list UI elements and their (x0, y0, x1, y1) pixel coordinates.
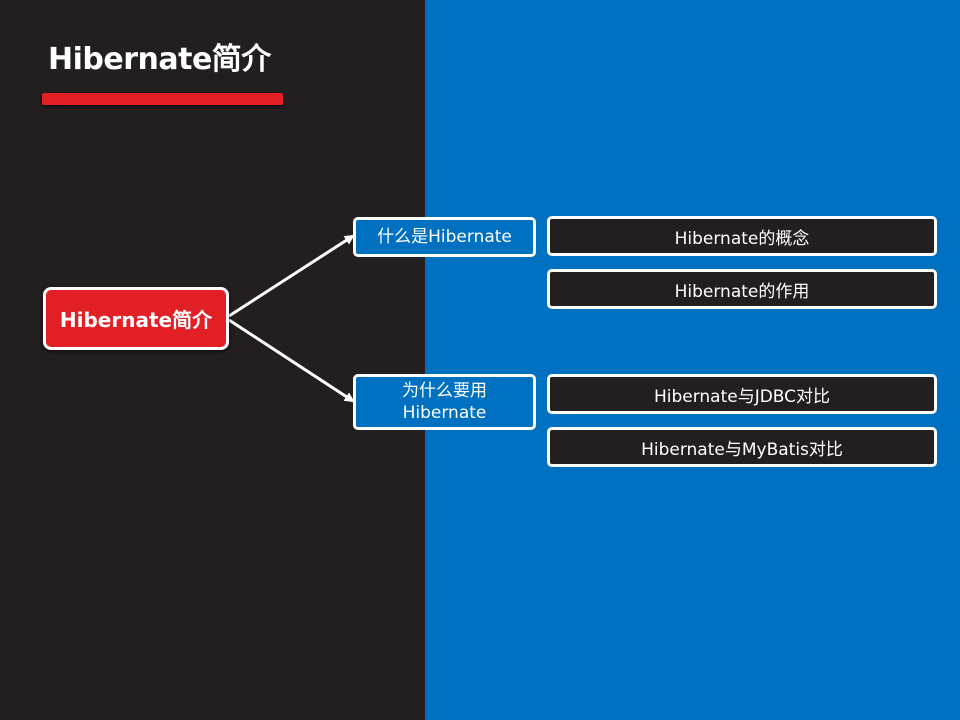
root-node-label: Hibernate简介 (59, 308, 213, 332)
branch-node-what-is[interactable]: 什么是Hibernate (353, 217, 536, 257)
title-underline-bar (42, 93, 283, 105)
leaf-node-label: Hibernate与MyBatis对比 (641, 439, 843, 460)
leaf-node-label: Hibernate与JDBC对比 (653, 386, 831, 407)
connector-arrow-1 (228, 234, 355, 318)
leaf-node-vs-mybatis[interactable]: Hibernate与MyBatis对比 (547, 427, 937, 467)
connector-arrow-2 (228, 318, 355, 403)
mindmap-root-node[interactable]: Hibernate简介 (43, 287, 229, 350)
branch-node-why-use[interactable]: 为什么要用 Hibernate (353, 374, 536, 430)
leaf-node-label: Hibernate的概念 (674, 228, 810, 249)
branch-node-label-line1: 为什么要用 (402, 381, 487, 401)
slide-title: Hibernate简介 (48, 42, 271, 77)
leaf-node-vs-jdbc[interactable]: Hibernate与JDBC对比 (547, 374, 937, 414)
branch-node-label: 什么是Hibernate (377, 227, 512, 247)
leaf-node-purpose[interactable]: Hibernate的作用 (547, 269, 937, 309)
leaf-node-label: Hibernate的作用 (674, 281, 810, 302)
branch-node-label-line2: Hibernate (402, 403, 487, 423)
blue-background-panel (425, 0, 960, 720)
dark-background-panel (0, 0, 425, 720)
leaf-node-concept[interactable]: Hibernate的概念 (547, 216, 937, 256)
